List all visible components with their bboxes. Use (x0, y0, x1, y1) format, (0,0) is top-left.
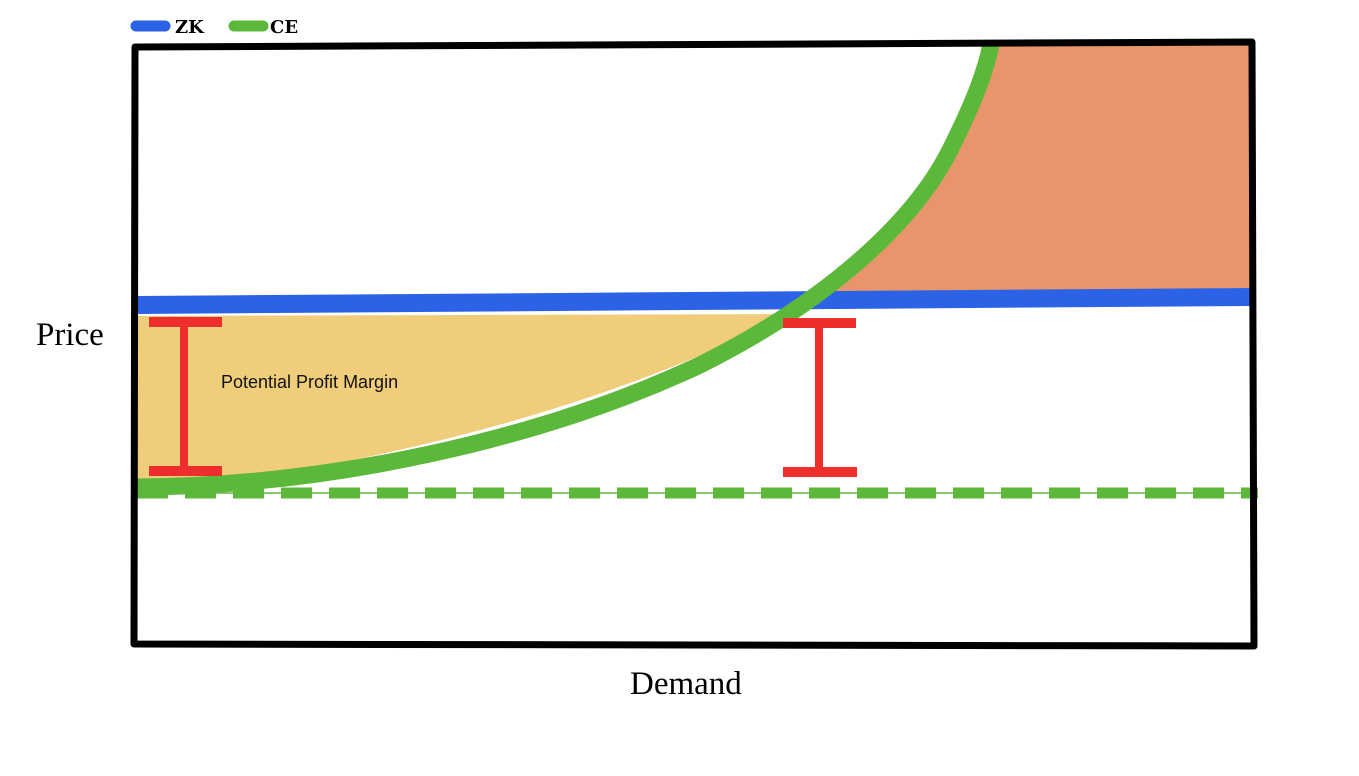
margin-bracket-right (783, 318, 857, 477)
plot-frame (130, 38, 1258, 650)
y-axis-label: Price (36, 317, 104, 353)
legend: ZK CE (130, 17, 298, 38)
legend-label-zk: ZK (175, 17, 205, 38)
ce-curve (136, 42, 1000, 496)
legend-label-ce: CE (270, 17, 298, 38)
legend-item-zk: ZK (130, 17, 205, 38)
legend-item-ce: CE (228, 17, 298, 38)
annotation-potential-profit-margin: Potential Profit Margin (221, 372, 398, 392)
zk-line (136, 288, 1251, 314)
x-axis-label: Demand (630, 666, 742, 702)
margin-bracket-left (149, 317, 222, 476)
loss-region (828, 44, 1252, 293)
profit-margin-region (137, 314, 790, 485)
